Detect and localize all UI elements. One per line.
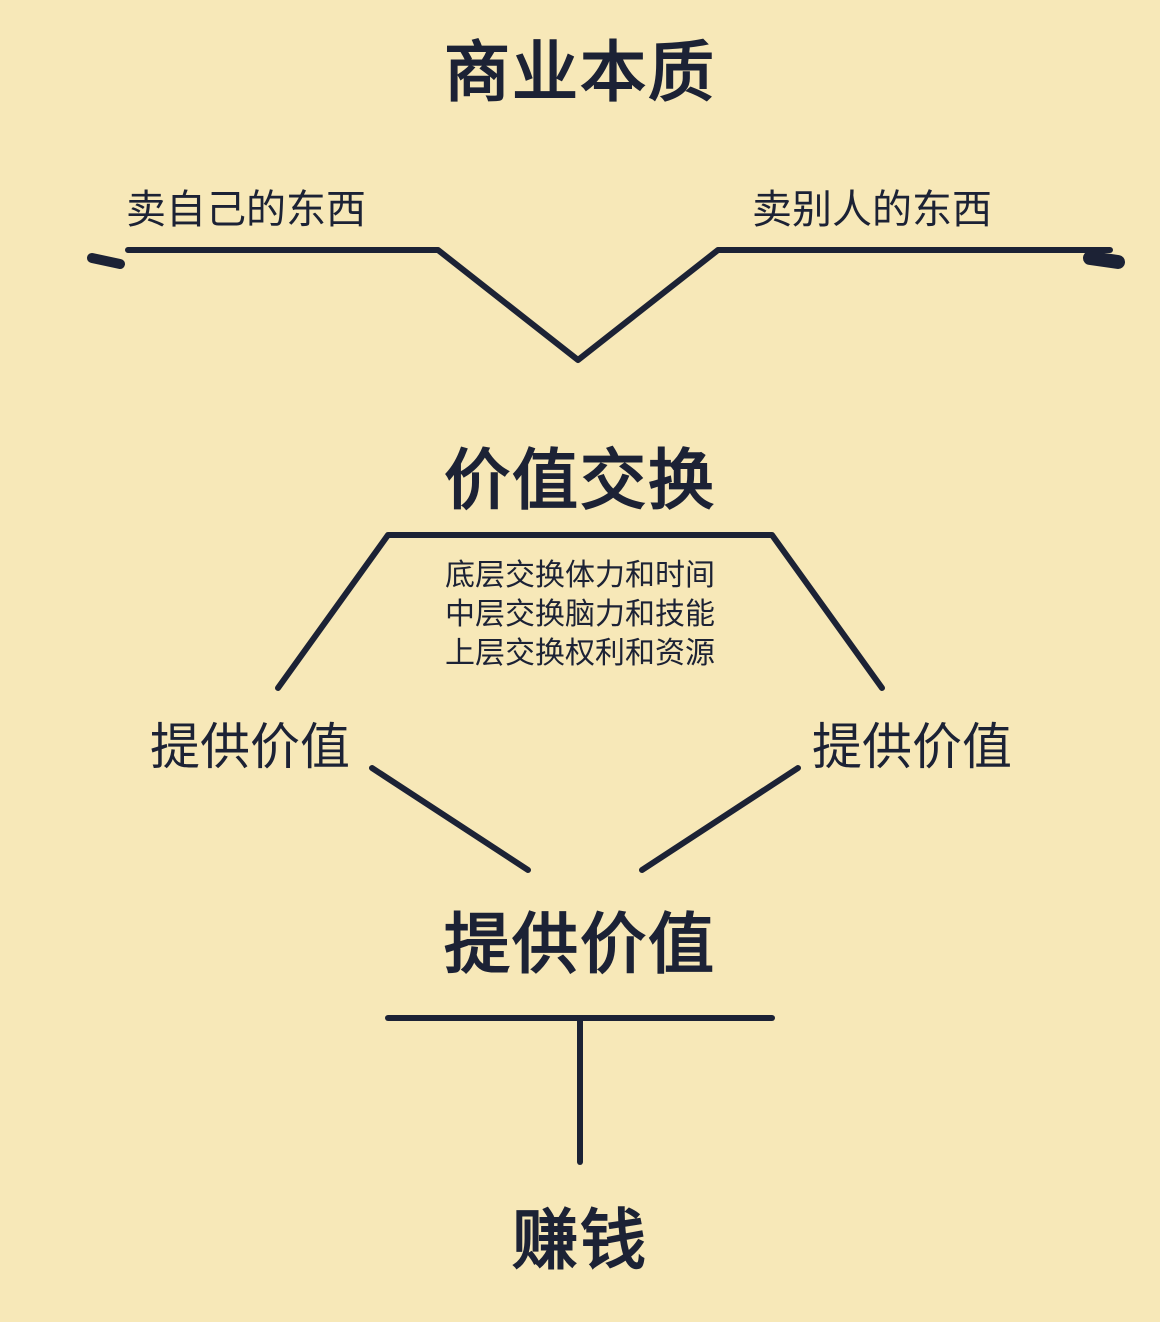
right-brush-end: [1083, 251, 1125, 269]
exchange-level-middle: 中层交换脑力和技能: [445, 597, 715, 632]
left-value-label: 提供价值: [150, 718, 350, 776]
v-shape-line: [125, 247, 1113, 363]
exchange-level-bottom: 底层交换体力和时间: [445, 558, 715, 593]
left-diagonal-line: [369, 765, 531, 873]
exchange-levels: 底层交换体力和时间 中层交换脑力和技能 上层交换权利和资源: [370, 556, 790, 673]
exchange-title: 价值交换: [444, 442, 716, 519]
right-diagonal-line: [639, 765, 801, 873]
trapezoid-line: [275, 532, 885, 691]
page-title: 商业本质: [444, 34, 716, 111]
center-value-title: 提供价值: [444, 906, 716, 983]
left-option-label: 卖自己的东西: [126, 187, 366, 233]
right-value-label: 提供价值: [812, 718, 1012, 776]
result-title: 赚钱: [512, 1202, 648, 1279]
right-option-label: 卖别人的东西: [752, 187, 992, 233]
left-brush-end: [87, 253, 125, 269]
exchange-level-top: 上层交换权利和资源: [445, 636, 715, 671]
